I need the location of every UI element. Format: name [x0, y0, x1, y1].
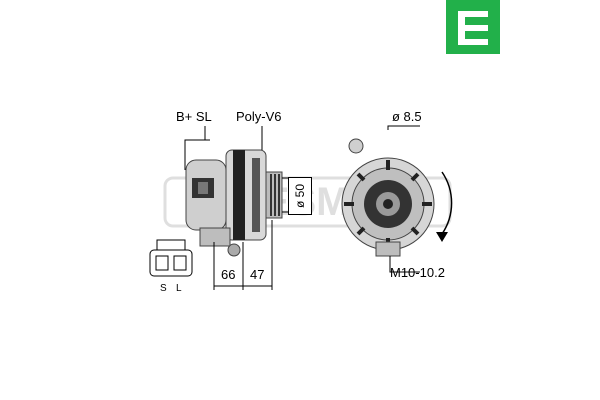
alternator-side-view [185, 149, 283, 257]
pulley-type-label: Poly-V6 [236, 109, 282, 124]
logo-e-icon [458, 11, 488, 45]
pulley-diameter-box: ø 50 [288, 177, 312, 215]
length-a-label: 66 [221, 267, 236, 282]
length-b-label: 47 [250, 267, 265, 282]
mount-hole-label: ø 8.5 [392, 109, 422, 124]
pulley-diameter-label: ø 50 [293, 183, 307, 209]
alternator-rear-view [341, 138, 435, 257]
pin-l-label: L [176, 283, 182, 294]
rotation-arrow-icon [436, 171, 453, 242]
connector-type-label: B+ SL [176, 109, 212, 124]
thread-label: M10-10.2 [390, 265, 445, 280]
pin-s-label: S [160, 283, 167, 294]
rear-dimension-lines [387, 125, 420, 273]
brand-logo [446, 0, 500, 54]
side-dimension-lines [184, 126, 290, 290]
plug-connector-icon [149, 239, 193, 277]
